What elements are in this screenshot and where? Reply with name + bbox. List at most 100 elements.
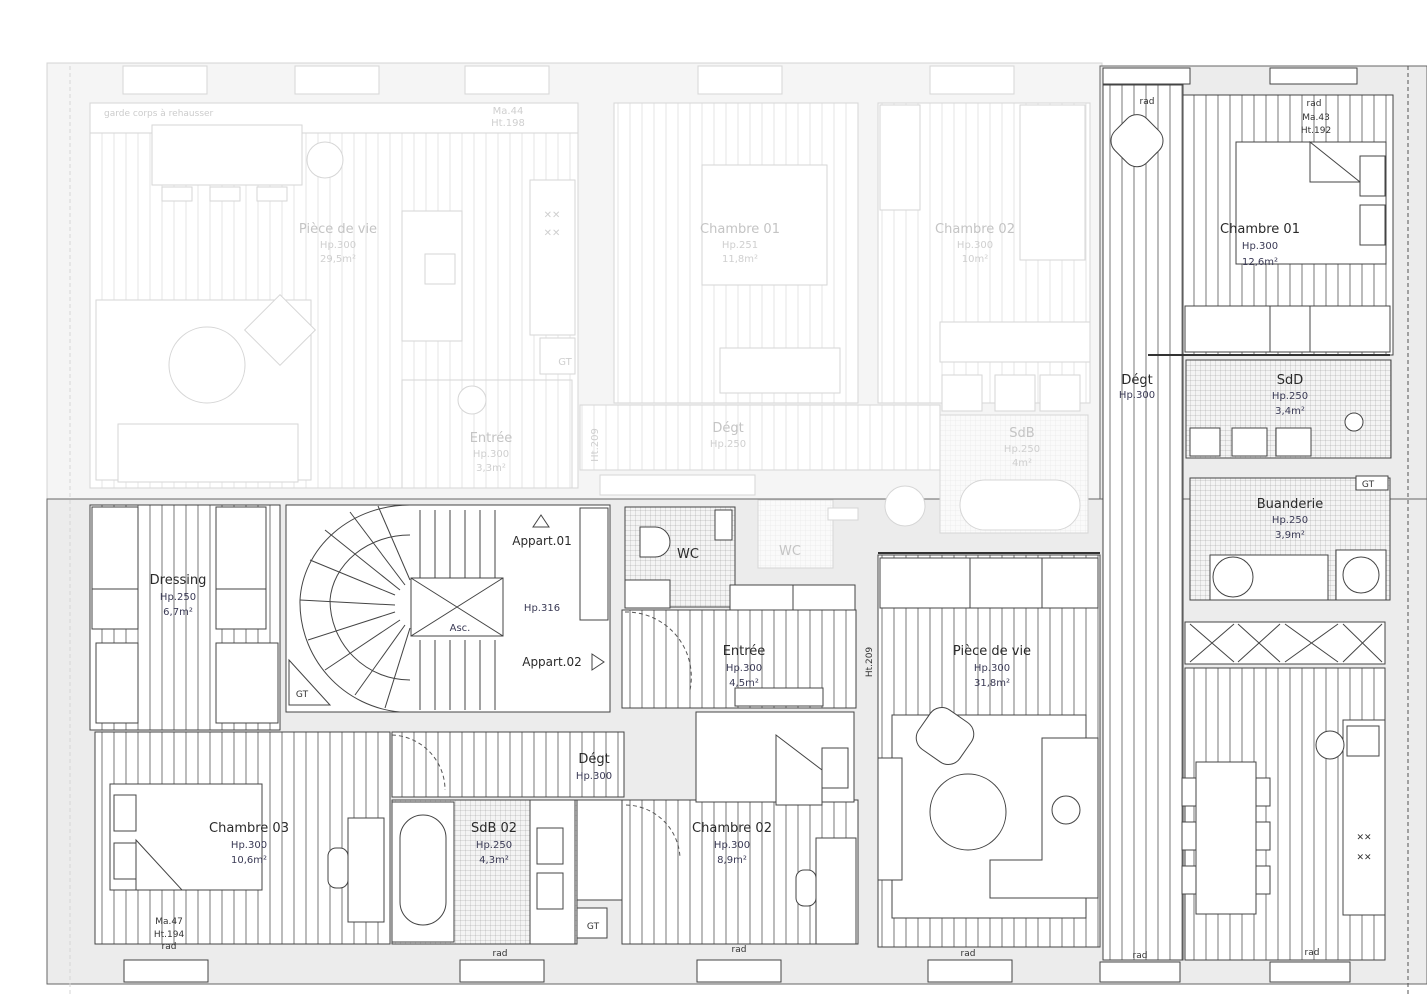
person-icon	[1051, 795, 1081, 825]
bed-sheet-fold	[1309, 140, 1362, 183]
svg-text:8,9m²: 8,9m²	[717, 855, 747, 866]
wardrobe-faded	[719, 347, 841, 394]
right-unit: Dégt Hp.300 rad rad Ma.43 Ht.192 Chambre…	[1099, 67, 1394, 983]
svg-text:Hp.250: Hp.250	[1004, 444, 1040, 455]
svg-text:10m²: 10m²	[962, 254, 988, 265]
svg-text:6,7m²: 6,7m²	[163, 607, 193, 618]
door-swing	[391, 734, 446, 791]
svg-text:GT: GT	[587, 922, 600, 932]
cooktop-icon: ✕✕	[1356, 833, 1371, 843]
kitchen-sink	[1346, 725, 1380, 757]
svg-text:Entrée: Entrée	[470, 431, 513, 446]
sofa-faded	[117, 423, 299, 483]
sink	[536, 827, 564, 865]
chair	[795, 869, 817, 907]
room-floor-degt-upper	[579, 404, 941, 471]
person-icon	[1315, 730, 1345, 760]
svg-text:Hp.250: Hp.250	[710, 439, 746, 450]
svg-text:GT: GT	[296, 690, 309, 700]
svg-text:rad: rad	[1305, 948, 1320, 958]
up-arrow-icon	[532, 514, 550, 528]
room-floor-degt-right[interactable]	[1102, 84, 1184, 961]
shower-faded	[884, 485, 926, 527]
svg-text:GT: GT	[558, 357, 572, 368]
top-windows-right	[1102, 67, 1358, 85]
upper-unit-faded: garde corps à rehausser Ma.44 Ht.198 ✕✕ …	[89, 65, 1091, 569]
spiral-staircase	[299, 504, 496, 713]
landing-height: Hp.316	[524, 603, 560, 614]
svg-text:rad: rad	[961, 949, 976, 959]
armchair	[1110, 114, 1164, 168]
room-floor-degt-center[interactable]	[391, 731, 625, 798]
desk	[969, 557, 1043, 609]
appart-02-label[interactable]: Appart.02	[522, 655, 582, 669]
svg-text:10,6m²: 10,6m²	[231, 855, 267, 866]
svg-text:31,8m²: 31,8m²	[974, 678, 1010, 689]
railing-note: garde corps à rehausser	[104, 109, 214, 119]
gt-shaft	[288, 658, 332, 706]
desk	[347, 817, 385, 923]
room-name-sdb-02: SdB 02	[471, 821, 517, 836]
svg-text:3,4m²: 3,4m²	[1275, 406, 1305, 417]
room-name-entree: Entrée	[723, 644, 766, 659]
wardrobe	[215, 506, 267, 590]
svg-text:WC: WC	[779, 544, 801, 559]
svg-text:Hp.300: Hp.300	[320, 240, 356, 251]
svg-text:Dégt: Dégt	[712, 421, 743, 436]
sink	[536, 872, 564, 910]
svg-text:Chambre 02: Chambre 02	[935, 222, 1015, 237]
svg-text:Hp.300: Hp.300	[231, 840, 267, 851]
svg-text:Hp.300: Hp.300	[957, 240, 993, 251]
room-name-degt-center: Dégt	[578, 752, 609, 767]
room-name-sdd: SdD	[1277, 373, 1304, 388]
appart-01-label[interactable]: Appart.01	[512, 534, 572, 548]
bottom-windows	[123, 959, 1013, 983]
svg-text:Hp.250: Hp.250	[1272, 515, 1308, 526]
svg-text:Ht.209: Ht.209	[590, 428, 601, 462]
svg-text:rad: rad	[1140, 97, 1155, 107]
svg-text:12,6m²: 12,6m²	[1242, 257, 1278, 268]
dining-table	[1195, 761, 1257, 915]
bed-faded	[1019, 104, 1086, 261]
desk	[815, 837, 857, 945]
room-name-degt-right: Dégt	[1121, 373, 1152, 388]
svg-text:Hp.300: Hp.300	[1242, 241, 1278, 252]
window-tag-ht: Ht.198	[491, 118, 525, 129]
toilet	[639, 526, 671, 558]
dining-table-faded	[151, 124, 303, 186]
window-tag-ma-chambre-03: Ma.47	[155, 917, 183, 927]
armchair	[915, 706, 975, 766]
window-tag-ht-chambre-03: Ht.194	[154, 930, 185, 940]
svg-text:Hp.251: Hp.251	[722, 240, 758, 251]
svg-text:Hp.300: Hp.300	[473, 449, 509, 460]
svg-text:Hp.300: Hp.300	[974, 663, 1010, 674]
room-name-chambre-02: Chambre 02	[692, 821, 772, 836]
bathtub	[399, 814, 447, 926]
window-tag-ht-chambre-01: Ht.192	[1301, 126, 1331, 136]
person-icon-faded	[306, 141, 344, 179]
svg-text:3,3m²: 3,3m²	[476, 463, 506, 474]
door-swing	[624, 611, 692, 691]
armchair-faded	[243, 293, 317, 367]
wardrobe-faded	[939, 321, 1091, 363]
room-name-buanderie: Buanderie	[1257, 497, 1324, 512]
desk-faded	[879, 104, 921, 211]
top-windows-faded	[122, 65, 1015, 95]
room-floor-entree-upper	[401, 379, 573, 489]
room-name-chambre-01: Chambre 01	[1220, 222, 1300, 237]
chair	[327, 847, 349, 889]
shower-head	[1344, 412, 1364, 432]
svg-text:SdB: SdB	[1009, 426, 1034, 441]
door-swing	[625, 804, 681, 859]
room-floor-wc-upper	[757, 499, 834, 569]
dryer	[1342, 556, 1380, 594]
bed-faded	[701, 164, 828, 286]
svg-text:29,5m²: 29,5m²	[320, 254, 356, 265]
room-name-piece-de-vie: Pièce de vie	[953, 644, 1031, 659]
window-tag-ma-chambre-01: Ma.43	[1302, 113, 1330, 123]
lower-unit: Dressing Hp.250 6,7m² As	[89, 504, 1101, 983]
room-name-chambre-03: Chambre 03	[209, 821, 289, 836]
tv-cabinet	[879, 557, 971, 609]
bathtub-faded	[959, 479, 1081, 531]
